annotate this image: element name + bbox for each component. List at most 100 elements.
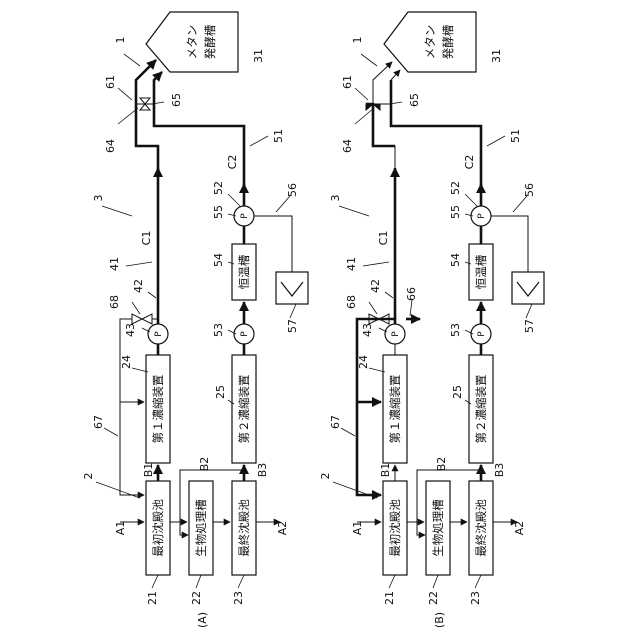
ref-24: 24 <box>120 355 133 369</box>
ref-52-b: 52 <box>449 181 462 195</box>
ref-65: 65 <box>170 93 183 107</box>
leader-41-b <box>363 262 389 266</box>
ref-2-b: 2 <box>319 473 332 480</box>
ref-3-b: 3 <box>329 195 342 202</box>
ref-54-b: 54 <box>449 253 462 267</box>
leader-52 <box>228 194 240 206</box>
ref-61-b: 61 <box>341 75 354 89</box>
ref-24-b: 24 <box>357 355 370 369</box>
ref-a2: A2 <box>276 521 289 536</box>
leader-21-b <box>389 575 395 588</box>
ref-b2-b: B2 <box>435 457 448 472</box>
ref-52: 52 <box>212 181 225 195</box>
leader-56 <box>276 196 290 212</box>
conc1-label: 第１濃縮装置 <box>151 375 165 444</box>
ref-43: 43 <box>124 323 137 337</box>
ref-67-b: 67 <box>329 415 342 429</box>
leader-56-b <box>513 196 527 212</box>
leader-51 <box>250 136 268 146</box>
conc2-label: 第２濃縮装置 <box>237 375 251 444</box>
leader-2-b <box>333 482 377 498</box>
leader-67-b <box>341 428 355 436</box>
ref-1: 1 <box>114 37 127 44</box>
biological-label: 生物処理槽 <box>194 499 208 557</box>
ref-54: 54 <box>212 253 225 267</box>
heater-b <box>512 272 544 304</box>
leader-1-b <box>361 54 377 66</box>
ref-2: 2 <box>82 473 95 480</box>
pump-43-label-b: P <box>391 331 401 337</box>
ref-25-b: 25 <box>451 385 464 399</box>
ref-42-b: 42 <box>369 279 382 293</box>
ref-b1: B1 <box>142 463 155 478</box>
valve-68 <box>132 314 152 324</box>
conc2-label-b: 第２濃縮装置 <box>474 375 488 444</box>
ref-55: 55 <box>212 205 225 219</box>
ref-53: 53 <box>212 323 225 337</box>
line-c2-upper-b <box>391 80 481 190</box>
ref-c1-b: C1 <box>377 231 390 246</box>
ref-31: 31 <box>252 49 265 63</box>
primary-settling-label: 最初沈殿池 <box>151 499 165 557</box>
leader-64-b <box>355 108 374 124</box>
leader-67 <box>104 428 118 436</box>
ref-1-b: 1 <box>351 37 364 44</box>
ref-68: 68 <box>108 295 121 309</box>
ref-64-b: 64 <box>341 139 354 153</box>
ref-c1: C1 <box>140 231 153 246</box>
ref-51: 51 <box>272 129 285 143</box>
methane-label-1-b: メタン <box>423 25 437 60</box>
pump-55-label-b: P <box>477 213 487 219</box>
methane-label-2-b: 発酵槽 <box>441 24 455 59</box>
ref-41: 41 <box>108 257 121 271</box>
leader-3-b <box>339 206 369 216</box>
leader-41 <box>126 262 152 266</box>
ref-55-b: 55 <box>449 205 462 219</box>
leader-61-b <box>355 88 368 100</box>
ref-b1-b: B1 <box>379 463 392 478</box>
leader-21 <box>152 575 158 588</box>
caption-a: (A) <box>196 612 209 628</box>
ref-67: 67 <box>92 415 105 429</box>
line-c2-upper <box>154 72 244 190</box>
methane-label-2: 発酵槽 <box>203 24 217 59</box>
ref-23-b: 23 <box>469 591 482 605</box>
ref-57: 57 <box>286 319 299 333</box>
leader-1 <box>124 54 140 66</box>
ref-c2: C2 <box>226 155 239 170</box>
ref-61: 61 <box>104 75 117 89</box>
ref-68-b: 68 <box>345 295 358 309</box>
leader-61 <box>118 88 132 100</box>
leader-23 <box>238 575 244 588</box>
leader-68-b <box>369 302 377 314</box>
ref-41-b: 41 <box>345 257 358 271</box>
ref-a1: A1 <box>114 521 127 536</box>
ref-53-b: 53 <box>449 323 462 337</box>
ref-c2-b: C2 <box>463 155 476 170</box>
ref-a2-b: A2 <box>513 521 526 536</box>
ref-21-b: 21 <box>383 591 396 605</box>
leader-42 <box>148 292 156 298</box>
leader-22 <box>196 575 201 588</box>
ref-57-b: 57 <box>523 319 536 333</box>
primary-settling-label-b: 最初沈殿池 <box>388 499 402 557</box>
ref-b3: B3 <box>256 463 269 478</box>
ref-3: 3 <box>92 195 105 202</box>
leader-3 <box>102 206 132 216</box>
ref-65-b: 65 <box>408 93 421 107</box>
caption-b: (B) <box>433 612 446 628</box>
thermostat-label-b: 恒温槽 <box>474 254 488 289</box>
leader-51-b <box>487 136 505 146</box>
ref-22: 22 <box>190 591 203 605</box>
ref-66-b: 66 <box>405 287 418 301</box>
ref-64: 64 <box>104 139 117 153</box>
leader-57 <box>290 304 296 318</box>
pump-53-label: P <box>240 331 250 337</box>
ref-21: 21 <box>146 591 159 605</box>
ref-23: 23 <box>232 591 245 605</box>
leader-66-b <box>410 300 412 316</box>
leader-23-b <box>475 575 481 588</box>
line-56 <box>254 216 292 272</box>
ref-31-b: 31 <box>490 49 503 63</box>
